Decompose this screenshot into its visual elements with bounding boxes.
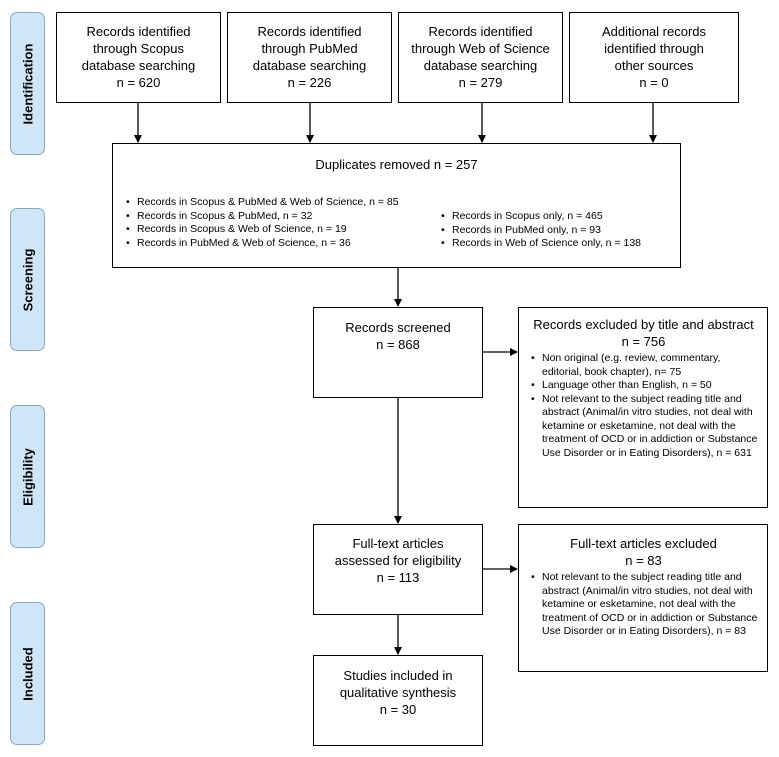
box-line: n = 113 (376, 570, 420, 585)
additional-records-box: Additional records identified through ot… (569, 12, 739, 103)
excluded-fulltext-box: Full-text articles excluded n = 83 Not r… (518, 524, 768, 672)
box-line: other sources (614, 58, 694, 73)
box-line: n = 0 (639, 75, 669, 90)
list-item: Records in Web of Science only, n = 138 (441, 237, 692, 251)
box-line: assessed for eligibility (334, 553, 462, 568)
box-line: Records screened (345, 320, 451, 335)
excluded-title-count: n = 756 (621, 334, 666, 349)
excluded-title-abstract-box: Records excluded by title and abstract n… (518, 307, 768, 508)
box-line: through PubMed (261, 41, 358, 56)
box-line: n = 620 (116, 75, 161, 90)
list-item: Not relevant to the subject reading titl… (531, 393, 761, 461)
box-line: database searching (81, 58, 196, 73)
list-item: Records in PubMed & Web of Science, n = … (126, 237, 457, 251)
box-line: database searching (423, 58, 538, 73)
box-line: Additional records (601, 24, 707, 39)
list-item: Records in Scopus only, n = 465 (441, 210, 692, 224)
wos-records-box: Records identified through Web of Scienc… (398, 12, 563, 103)
excluded-fulltext-count: n = 83 (625, 553, 662, 568)
excluded-title-heading: Records excluded by title and abstract (533, 317, 754, 332)
box-line: qualitative synthesis (339, 685, 457, 700)
fulltext-assessed-box: Full-text articles assessed for eligibil… (313, 524, 483, 615)
list-item: Records in Scopus & PubMed, n = 32 (126, 210, 457, 224)
stage-identification: Identification (10, 12, 45, 155)
list-item: Non original (e.g. review, commentary, e… (531, 352, 761, 379)
box-line: n = 279 (458, 75, 503, 90)
duplicates-unique-list: Records in Scopus only, n = 465 Records … (436, 210, 692, 251)
excluded-title-reasons: Non original (e.g. review, commentary, e… (526, 352, 761, 460)
records-screened-box: Records screened n = 868 (313, 307, 483, 398)
stage-eligibility: Eligibility (10, 405, 45, 548)
list-item: Records in Scopus & PubMed & Web of Scie… (126, 196, 457, 210)
box-line: Records identified (86, 24, 191, 39)
duplicates-box: Duplicates removed n = 257 Records in Sc… (112, 143, 681, 268)
stage-screening: Screening (10, 208, 45, 351)
list-item: Records in Scopus & Web of Science, n = … (126, 223, 457, 237)
pubmed-records-box: Records identified through PubMed databa… (227, 12, 392, 103)
box-line: through Web of Science (411, 41, 550, 56)
box-line: n = 30 (379, 702, 417, 717)
box-line: through Scopus (92, 41, 185, 56)
stage-included: Included (10, 602, 45, 745)
excluded-fulltext-reasons: Not relevant to the subject reading titl… (526, 571, 761, 639)
box-line: Studies included in (343, 668, 453, 683)
scopus-records-box: Records identified through Scopus databa… (56, 12, 221, 103)
excluded-fulltext-heading: Full-text articles excluded (570, 536, 717, 551)
box-line: Full-text articles (352, 536, 444, 551)
studies-included-box: Studies included in qualitative synthesi… (313, 655, 483, 746)
list-item: Not relevant to the subject reading titl… (531, 571, 761, 639)
box-line: n = 226 (287, 75, 332, 90)
box-line: Records identified (257, 24, 362, 39)
list-item: Language other than English, n = 50 (531, 379, 761, 393)
list-item: Records in PubMed only, n = 93 (441, 224, 692, 238)
box-line: identified through (604, 41, 704, 56)
duplicates-title: Duplicates removed n = 257 (315, 157, 478, 172)
box-line: database searching (252, 58, 367, 73)
duplicates-overlap-list: Records in Scopus & PubMed & Web of Scie… (121, 196, 457, 250)
box-line: n = 868 (376, 337, 420, 352)
box-line: Records identified (428, 24, 533, 39)
